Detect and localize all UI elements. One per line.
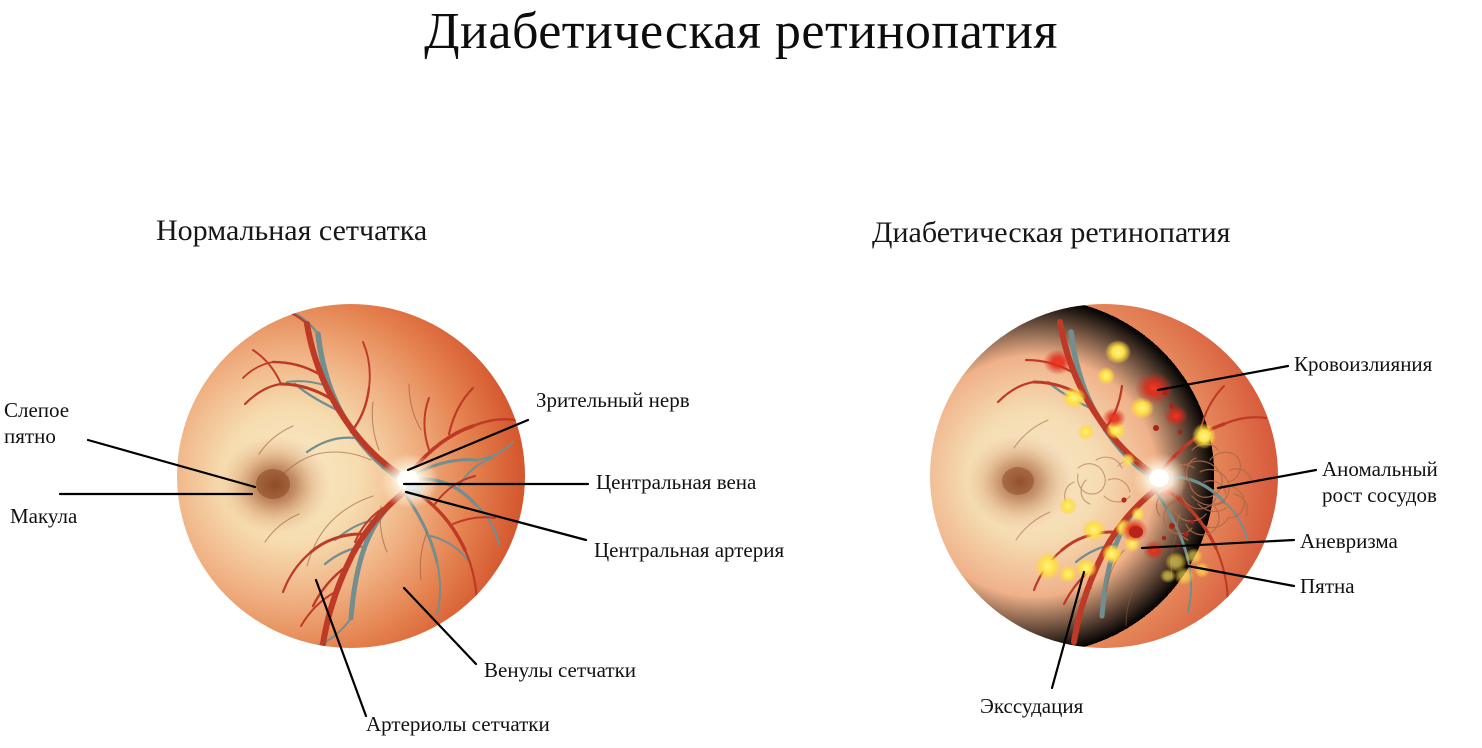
label-aneurysm: Аневризма — [1300, 529, 1398, 553]
label-spots: Пятна — [1300, 574, 1355, 598]
label-optic-nerve: Зрительный нерв — [536, 388, 690, 412]
label-central-vein: Центральная вена — [596, 470, 757, 494]
label-central-artery: Центральная артерия — [594, 538, 785, 562]
label-retinal-arterioles: Артериолы сетчатки — [366, 712, 550, 736]
label-macula: Макула — [10, 504, 78, 528]
label-blind-spot: Слепое пятно — [4, 398, 70, 448]
fundus-illustration-diabetic — [928, 300, 1280, 652]
panel-title-diabetic: Диабетическая ретинопатия — [872, 216, 1231, 249]
label-exudation: Экссудация — [980, 694, 1084, 718]
label-retinal-venules: Венулы сетчатки — [484, 658, 637, 682]
label-neovascularization: Аномальный рост сосудов — [1322, 457, 1438, 507]
fundus-illustration-normal — [175, 300, 527, 652]
panel-title-normal: Нормальная сетчатка — [156, 214, 428, 247]
page-title: Диабетическая ретинопатия — [424, 3, 1058, 60]
label-hemorrhages: Кровоизлияния — [1294, 352, 1433, 376]
